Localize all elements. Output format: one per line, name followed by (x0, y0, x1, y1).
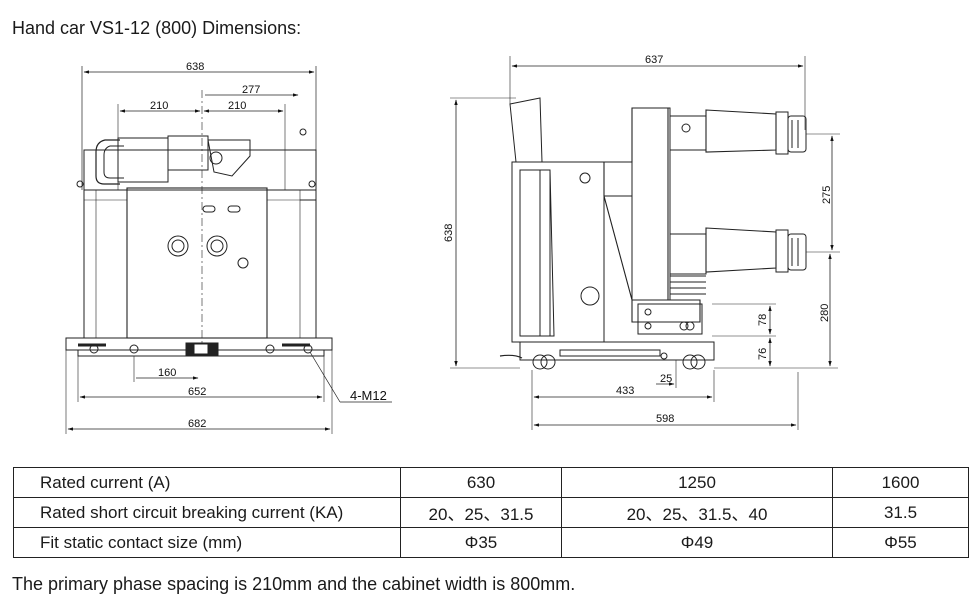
dim-598: 598 (656, 413, 674, 425)
front-view (65, 66, 392, 434)
dim-top-width: 638 (186, 61, 204, 73)
table-row: Rated short circuit breaking current (KA… (13, 497, 969, 528)
row-label: Fit static contact size (mm) (13, 527, 401, 558)
dim-wheel-offset: 160 (158, 367, 176, 379)
page-title: Hand car VS1-12 (800) Dimensions: (12, 18, 302, 38)
dim-433: 433 (616, 385, 634, 397)
cell-1250: 1250 (561, 467, 833, 498)
dim-top-depth: 637 (645, 54, 663, 66)
cell-1600: 1600 (832, 467, 969, 498)
dim-phase-left: 210 (150, 100, 168, 112)
dim-rail-width: 652 (188, 386, 206, 398)
spec-table: Rated current (A) 630 1250 1600 Rated sh… (13, 467, 969, 558)
row-label: Rated current (A) (13, 467, 401, 498)
cell-630: 630 (400, 467, 562, 498)
cell-630: 20、25、31.5 (400, 497, 562, 528)
dim-78: 78 (757, 314, 769, 326)
cell-1250: 20、25、31.5、40 (561, 497, 833, 528)
dim-76: 76 (757, 348, 769, 360)
row-label: Rated short circuit breaking current (KA… (13, 497, 401, 528)
bolt-label: 4-M12 (350, 388, 387, 403)
cell-1250: Φ49 (561, 527, 833, 558)
footnote: The primary phase spacing is 210mm and t… (12, 574, 576, 594)
dim-25: 25 (660, 373, 672, 385)
table-row: Fit static contact size (mm) Φ35 Φ49 Φ55 (13, 527, 969, 558)
dim-contact-spacing: 275 (821, 186, 833, 204)
cell-630: Φ35 (400, 527, 562, 558)
cell-1600: Φ55 (832, 527, 969, 558)
dim-overall-width: 682 (188, 418, 206, 430)
dim-half-width: 277 (242, 84, 260, 96)
side-view (450, 56, 840, 430)
table-row: Rated current (A) 630 1250 1600 (13, 467, 969, 498)
dimension-drawing: 638 277 210 210 160 652 682 4-M12 (65, 54, 840, 434)
dim-lower-contact-height: 280 (819, 304, 831, 322)
cell-1600: 31.5 (832, 497, 969, 528)
dim-height: 638 (443, 224, 455, 242)
dim-phase-right: 210 (228, 100, 246, 112)
